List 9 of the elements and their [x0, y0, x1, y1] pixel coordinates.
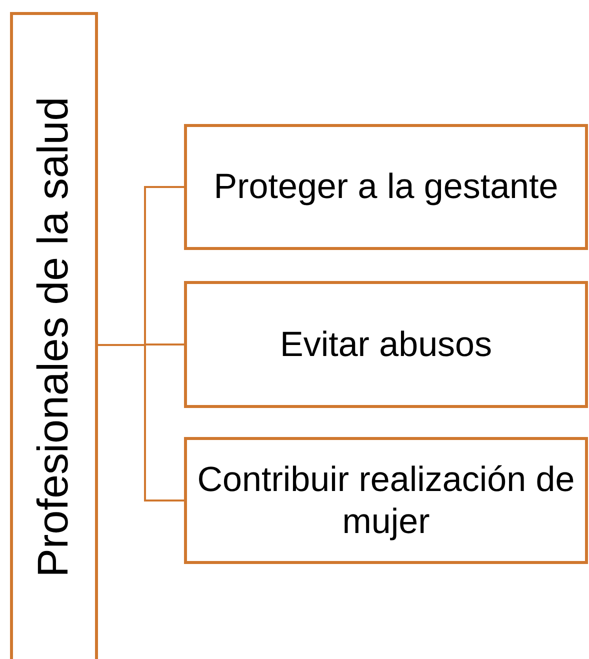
item-box — [184, 281, 588, 408]
item-label: Evitar abusos — [278, 324, 494, 366]
item-label: Contribuir realización de mujer — [196, 458, 576, 542]
header-box — [10, 12, 98, 659]
vertical-label: Profesionales de la salud — [30, 96, 78, 578]
item-label: Proteger a la gestante — [212, 166, 560, 208]
connector-line — [98, 344, 184, 502]
item-box — [184, 124, 588, 250]
item-box — [184, 437, 588, 564]
